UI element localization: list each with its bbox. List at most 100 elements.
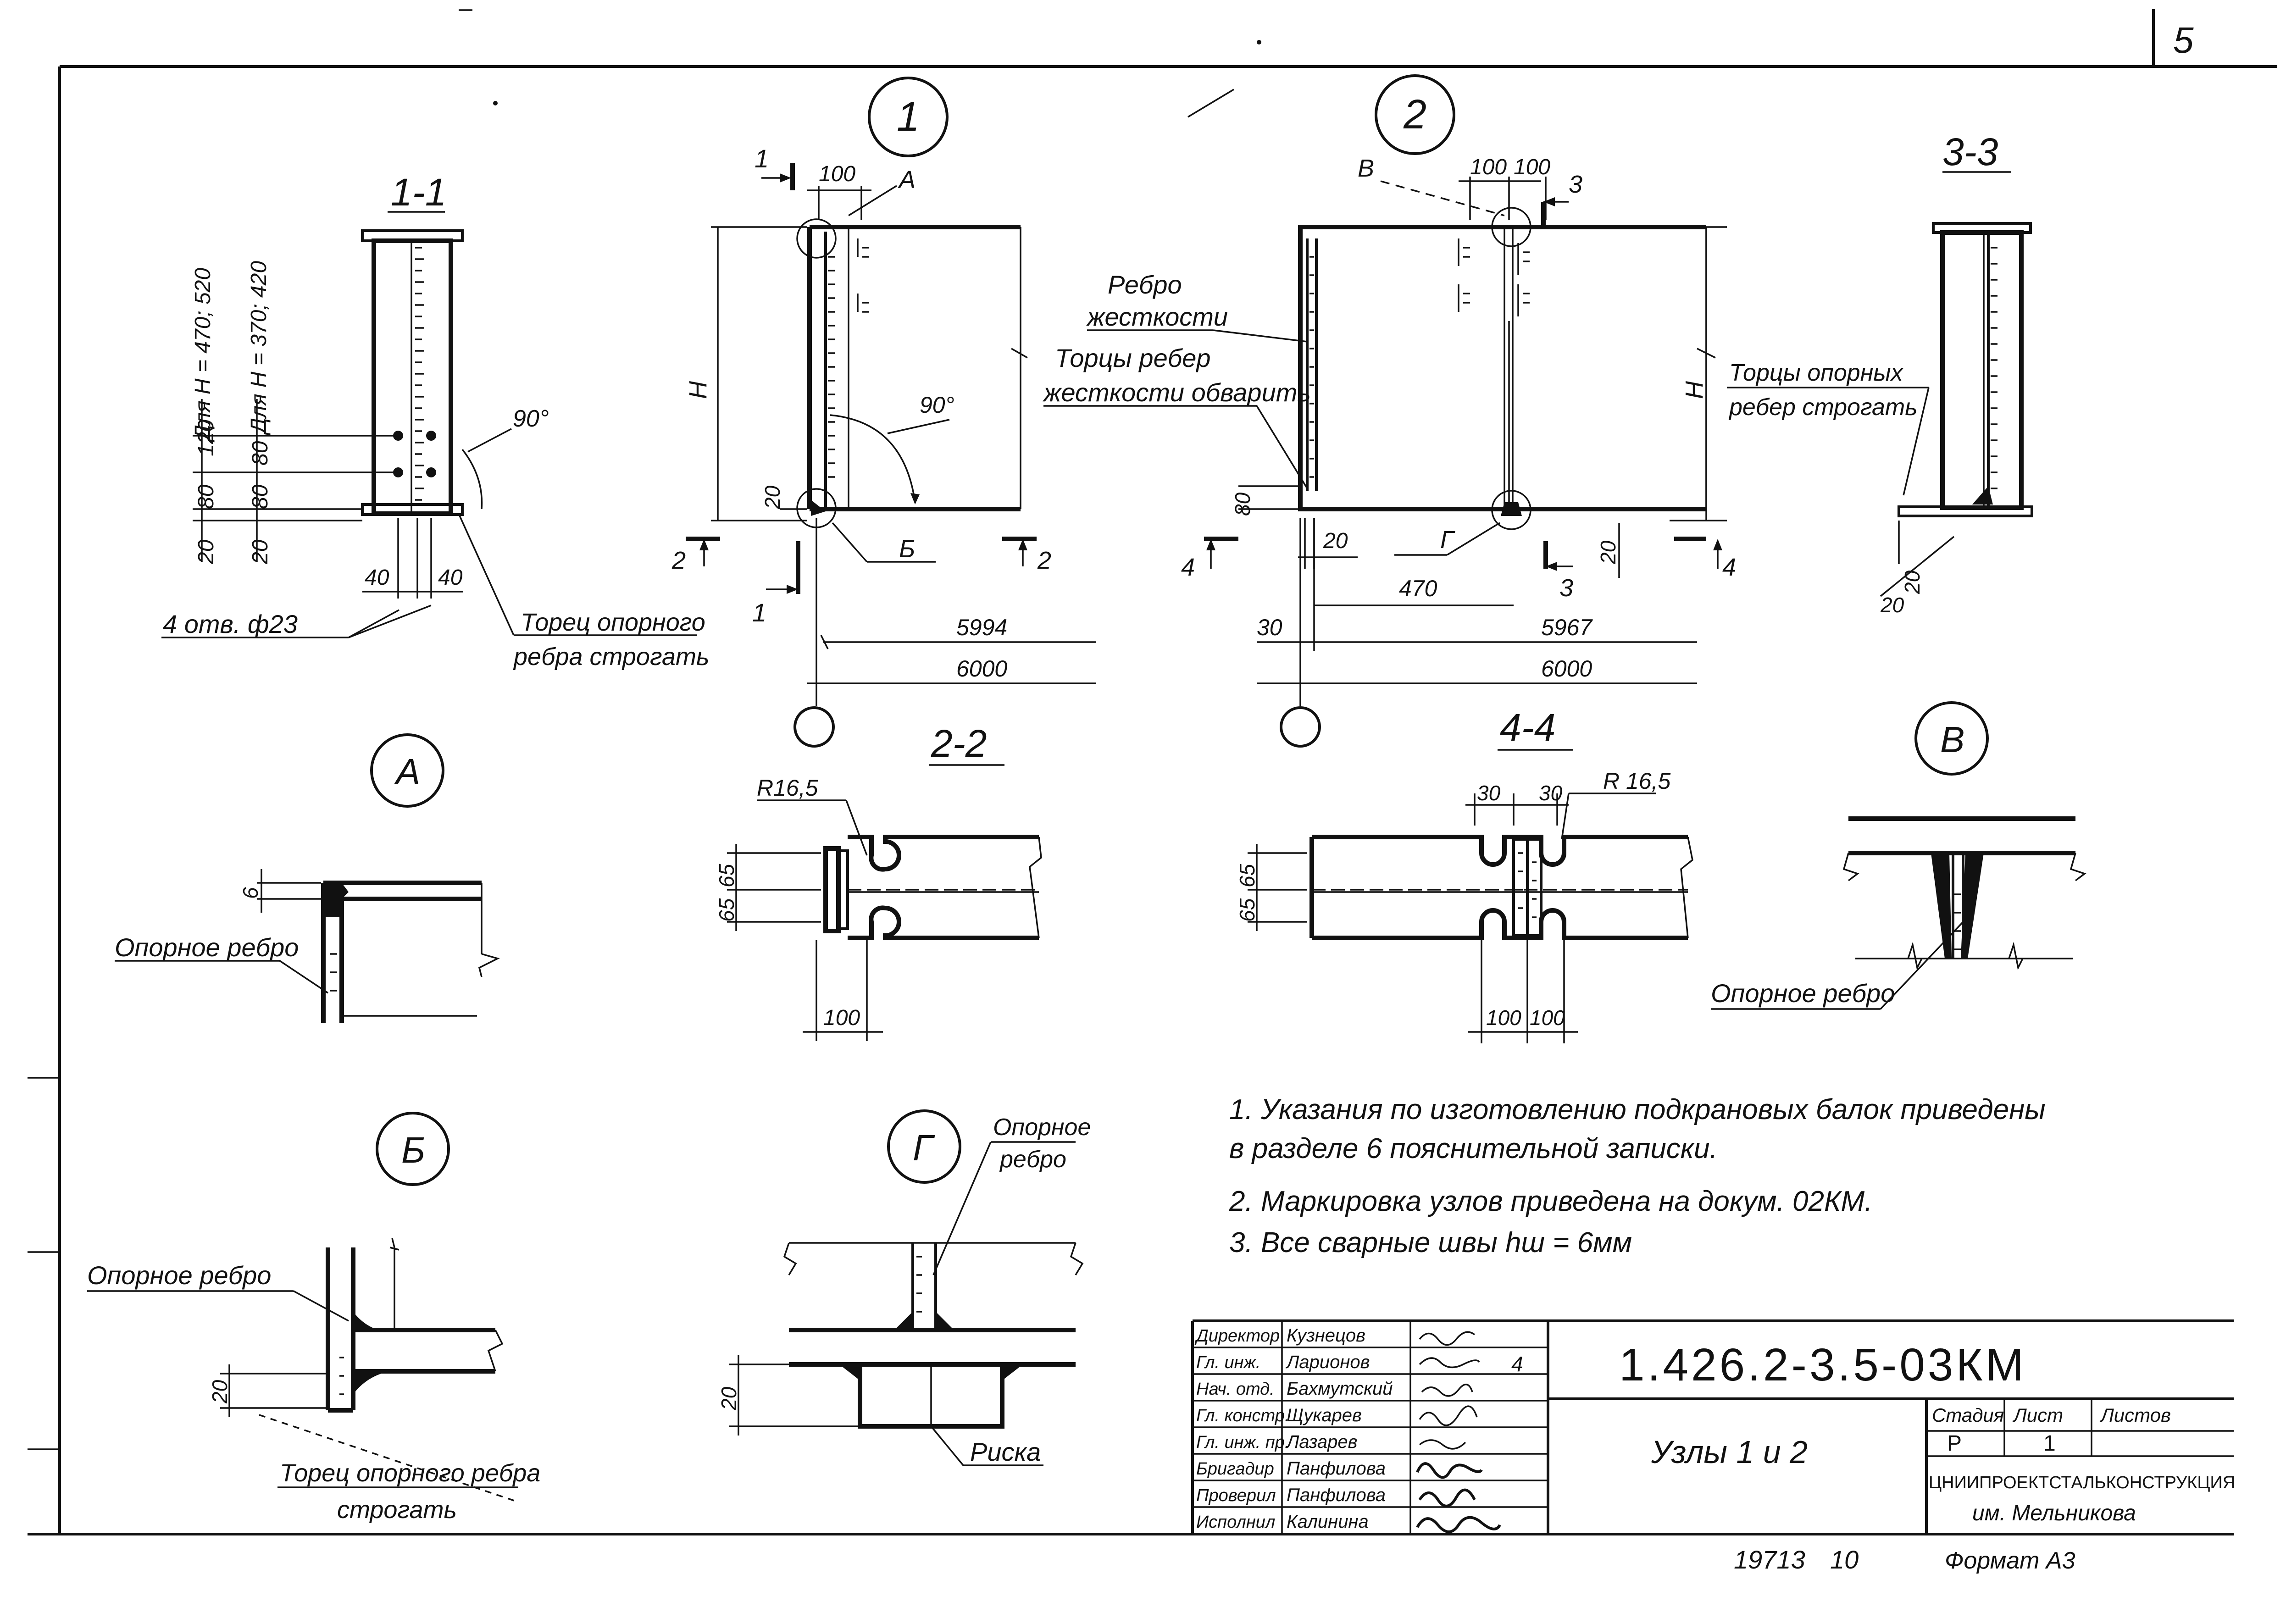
archive-number: 19713 (1734, 1545, 1805, 1574)
node-1-angle: 90° (920, 392, 954, 418)
node-1-dim-20: 20 (760, 485, 784, 510)
detail-b-note-line1: Торец опорного ребра (280, 1459, 540, 1487)
node-1-mark-2-right: 2 (1037, 547, 1051, 574)
section-4-4-dim-bottom-0: 100 (1486, 1006, 1521, 1030)
node-2-dim-20-right: 20 (1596, 540, 1620, 565)
node-1-section-mark-bottom: 1 (752, 598, 766, 627)
node-2-dim-6000: 6000 (1541, 656, 1592, 682)
node-1-view: 1 1 100 А 90° Н (671, 77, 1096, 748)
section-3-3-title: 3-3 (1942, 130, 1998, 173)
node-2-rib-label-line1: Ребро (1108, 270, 1182, 299)
section-1-1-note-a: Для Н = 470; 520 (191, 268, 215, 443)
section-1-1-callout-line1: Торец опорного (521, 609, 705, 636)
organization: ЦНИИПРОЕКТСТАЛЬКОНСТРУКЦИЯ (1929, 1473, 2235, 1492)
section-1-1-dim-a-0: 120 (194, 420, 218, 456)
detail-v-label: В (1940, 719, 1964, 760)
section-4-4: 4-4 R 16,5 30 30 65 65 100 100 (1235, 706, 1693, 1043)
node-1-badge (868, 77, 949, 157)
sheet-frame (28, 9, 2277, 1535)
node-2-weld-note-line2: жесткости обварить (1042, 378, 1311, 407)
signature-5 (1416, 1462, 1483, 1479)
section-4-4-dim-left-1: 65 (1235, 898, 1259, 922)
node-1-dim-5994: 5994 (956, 615, 1007, 640)
node-2-view: 2 В 100 100 3 Ребро жесткости То (1042, 74, 1736, 748)
title-block-tick: 4 (1511, 1352, 1523, 1376)
sheet-corner-number: 5 (2173, 20, 2194, 61)
section-2-2-dim-bottom: 100 (823, 1006, 860, 1030)
detail-g: Г Опорное ребро 20 Риска (717, 1109, 1091, 1466)
role-7: Исполнил (1196, 1513, 1275, 1532)
node-1-axis-bubble (793, 706, 835, 748)
scan-speck (493, 101, 498, 105)
detail-b-rib-label: Опорное ребро (87, 1261, 271, 1290)
detail-v: В Опорное ребро (1711, 701, 2086, 1010)
node-2-axis-bubble (1280, 706, 1321, 748)
section-1-1-bottom-dim-1: 40 (438, 565, 463, 590)
note-line-1: 1. Указания по изготовлению подкрановых … (1229, 1094, 2046, 1125)
node-1-section-mark: 1 (755, 144, 769, 173)
detail-a: А 6 Опорное ребро (115, 733, 500, 1023)
detail-v-badge (1914, 701, 1989, 776)
name-1: Ларионов (1285, 1352, 1370, 1372)
stage-header: Стадия (1932, 1404, 2004, 1426)
role-3: Гл. констр. (1196, 1406, 1289, 1425)
title-block: Директор Гл. инж. Нач. отд. Гл. констр. … (1191, 1319, 2235, 1534)
node-2-dim-470: 470 (1399, 576, 1437, 601)
node-2-dim-top-1: 100 (1514, 155, 1550, 179)
section-4-4-radius: R 16,5 (1603, 768, 1671, 794)
section-1-1-dim-a-2: 20 (194, 539, 218, 565)
node-1-dim-h: Н (684, 381, 712, 399)
name-5: Панфилова (1287, 1458, 1386, 1479)
name-4: Лазарев (1285, 1432, 1358, 1452)
section-2-2-title: 2-2 (931, 722, 987, 765)
node-1-dim-6000: 6000 (956, 656, 1007, 682)
sheets-header: Листов (2099, 1404, 2171, 1426)
stage-value: Р (1947, 1431, 1962, 1456)
node-2-dim-5967: 5967 (1541, 615, 1593, 640)
node-1-dim-top: 100 (819, 162, 855, 186)
note-line-4: 3. Все сварные швы hш = 6мм (1229, 1227, 1632, 1258)
detail-a-label: А (394, 751, 420, 792)
section-1-1-bottom-dim-0: 40 (365, 565, 389, 590)
section-1-1-title: 1-1 (391, 171, 446, 214)
node-2-dim-30: 30 (1257, 615, 1282, 640)
section-1-1-angle: 90° (513, 405, 549, 432)
node-1-number: 1 (897, 94, 920, 140)
section-3-3: 3-3 Торцы опорных ребер строгать 20 20 (1727, 130, 2033, 617)
detail-a-dim: 6 (239, 887, 262, 899)
detail-g-mark-label: Риска (970, 1437, 1041, 1466)
signature-2 (1421, 1384, 1473, 1397)
node-2-dim-20-left: 20 (1323, 529, 1348, 553)
signature-1 (1419, 1357, 1480, 1369)
role-6: Проверил (1196, 1486, 1276, 1505)
detail-g-badge (887, 1109, 961, 1184)
section-2-2-dim-left-0: 65 (715, 864, 738, 887)
section-1-1-dim-a-1: 80 (194, 484, 218, 509)
section-1-1-note-b: Для Н = 370; 420 (247, 261, 271, 436)
role-5: Бригадир (1196, 1459, 1274, 1479)
format-label: Формат А3 (1945, 1547, 2075, 1574)
detail-a-badge (370, 733, 444, 808)
detail-g-rib-label-line1: Опорное (993, 1114, 1091, 1141)
archive-sub: 10 (1830, 1545, 1859, 1574)
node-1-detail-b-label: Б (899, 535, 915, 563)
signature-6 (1418, 1488, 1476, 1508)
note-line-3: 2. Маркировка узлов приведена на докум. … (1229, 1186, 1872, 1217)
section-1-1-holes: 4 отв. ф23 (163, 610, 298, 638)
signature-0 (1419, 1331, 1476, 1346)
node-2-dim-top-0: 100 (1470, 155, 1507, 179)
section-3-3-dim-1: 20 (1900, 570, 1924, 594)
node-1-mark-2-left: 2 (671, 547, 686, 574)
scan-speck (1257, 40, 1261, 44)
detail-b: Б Опорное ребро 20 Торец опорного ребра … (87, 1112, 540, 1524)
node-2-detail-g-label: Г (1440, 526, 1455, 554)
signature-4 (1419, 1439, 1466, 1450)
detail-b-note-line2: строгать (337, 1496, 457, 1524)
section-2-2-radius: R16,5 (757, 775, 818, 801)
section-2-2: 2-2 R16,5 65 65 100 (715, 722, 1042, 1041)
name-3: Щукарев (1287, 1405, 1362, 1425)
section-4-4-dim-top-1: 30 (1539, 781, 1563, 805)
scan-scratch (1187, 89, 1234, 118)
role-2: Нач. отд. (1196, 1380, 1275, 1399)
section-4-4-title: 4-4 (1500, 706, 1555, 749)
